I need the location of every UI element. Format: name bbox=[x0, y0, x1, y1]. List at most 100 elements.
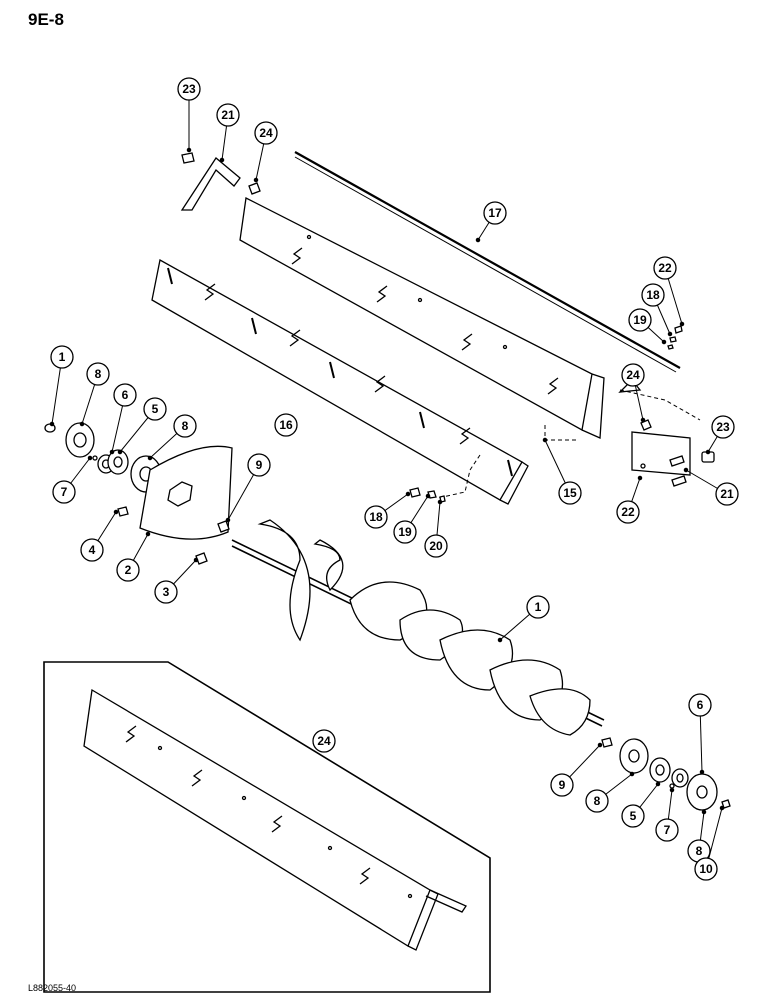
callout-number: 8 bbox=[696, 844, 703, 858]
leader-arrowhead bbox=[679, 321, 685, 327]
leader-arrowhead bbox=[640, 417, 646, 423]
callout-circle bbox=[393, 520, 417, 544]
callout-number: 21 bbox=[720, 487, 734, 501]
page-reference: 9E-8 bbox=[28, 10, 64, 29]
callout-number: 17 bbox=[488, 206, 502, 220]
callout-number: 20 bbox=[429, 539, 443, 553]
leader-arrowhead bbox=[475, 237, 481, 243]
callout-9: 9 bbox=[550, 742, 603, 797]
callout-circle bbox=[526, 595, 550, 619]
callout-number: 24 bbox=[626, 368, 640, 382]
callout-20: 20 bbox=[424, 499, 448, 558]
callout-circle bbox=[628, 308, 652, 332]
leader-arrowhead bbox=[109, 449, 115, 455]
callout-10: 10 bbox=[694, 805, 725, 881]
callout-number: 1 bbox=[59, 350, 66, 364]
callout-22: 22 bbox=[653, 256, 685, 327]
leader-arrowhead bbox=[147, 455, 153, 461]
leader-arrowhead bbox=[683, 467, 689, 473]
leader-arrowhead bbox=[669, 787, 675, 793]
callout-5: 5 bbox=[621, 781, 661, 828]
leader-arrowhead bbox=[542, 437, 548, 443]
leader-arrowhead bbox=[597, 742, 603, 748]
callout-24: 24 bbox=[253, 121, 278, 183]
callout-number: 1 bbox=[535, 600, 542, 614]
callout-number: 6 bbox=[122, 388, 129, 402]
callout-number: 3 bbox=[163, 585, 170, 599]
callout-8: 8 bbox=[585, 771, 635, 813]
callout-number: 6 bbox=[697, 698, 704, 712]
callout-15: 15 bbox=[542, 437, 582, 505]
leader-arrowhead bbox=[699, 769, 705, 775]
callout-6: 6 bbox=[109, 383, 137, 455]
callout-circle bbox=[616, 500, 640, 524]
callout-18: 18 bbox=[364, 491, 411, 529]
rear-flighting-plate bbox=[239, 197, 605, 439]
callout-number: 18 bbox=[369, 510, 383, 524]
leader-arrowhead bbox=[117, 449, 123, 455]
callout-circle bbox=[694, 857, 718, 881]
callout-circle bbox=[483, 201, 507, 225]
callout-circle bbox=[116, 558, 140, 582]
callout-1: 1 bbox=[49, 345, 74, 427]
callout-circle bbox=[80, 538, 104, 562]
callout-number: 23 bbox=[182, 82, 196, 96]
callout-circle bbox=[655, 818, 679, 842]
callout-19: 19 bbox=[393, 493, 431, 544]
callout-number: 16 bbox=[279, 418, 293, 432]
upper-left-bracket bbox=[180, 152, 261, 211]
callout-1: 1 bbox=[497, 595, 550, 643]
callout-18: 18 bbox=[641, 283, 673, 337]
callout-7: 7 bbox=[52, 455, 93, 504]
callout-7: 7 bbox=[655, 787, 679, 842]
leader-arrowhead bbox=[655, 781, 661, 787]
leader-arrowhead bbox=[661, 339, 667, 345]
leader-arrowhead bbox=[667, 331, 673, 337]
callout-circle bbox=[558, 481, 582, 505]
callout-number: 9 bbox=[256, 458, 263, 472]
front-flighting-plate bbox=[151, 258, 529, 505]
leader-arrowhead bbox=[629, 771, 635, 777]
callout-circle bbox=[312, 729, 336, 753]
right-bearing-assembly bbox=[601, 737, 731, 811]
callout-circle bbox=[173, 414, 197, 438]
callout-circle bbox=[216, 103, 240, 127]
callout-circle bbox=[86, 362, 110, 386]
callout-circle bbox=[715, 482, 739, 506]
callout-number: 24 bbox=[317, 734, 331, 748]
callout-24: 24 bbox=[312, 729, 336, 753]
callout-number: 5 bbox=[630, 809, 637, 823]
callout-6: 6 bbox=[688, 693, 712, 775]
callout-circle bbox=[274, 413, 298, 437]
callout-circle bbox=[52, 480, 76, 504]
callout-number: 2 bbox=[125, 563, 132, 577]
callout-circle bbox=[641, 283, 665, 307]
callout-number: 8 bbox=[95, 367, 102, 381]
callout-8: 8 bbox=[147, 414, 197, 461]
callout-number: 24 bbox=[259, 126, 273, 140]
callout-16: 16 bbox=[274, 413, 298, 437]
leader-arrowhead bbox=[637, 475, 643, 481]
callout-23: 23 bbox=[705, 415, 735, 455]
figure-code: L882055-40 bbox=[28, 983, 77, 993]
leader-arrowhead bbox=[719, 805, 725, 811]
leader-arrowhead bbox=[113, 509, 119, 515]
callout-circle bbox=[247, 453, 271, 477]
callout-21: 21 bbox=[683, 467, 739, 506]
callout-2: 2 bbox=[116, 531, 151, 582]
callout-circle bbox=[364, 505, 388, 529]
callout-number: 8 bbox=[182, 419, 189, 433]
small-hardware bbox=[409, 325, 683, 503]
callout-number: 15 bbox=[563, 486, 577, 500]
callout-number: 21 bbox=[221, 108, 235, 122]
callout-number: 9 bbox=[559, 778, 566, 792]
callout-circle bbox=[550, 773, 574, 797]
callout-circle bbox=[621, 363, 645, 387]
leader-arrowhead bbox=[437, 499, 443, 505]
callout-3: 3 bbox=[154, 557, 199, 604]
callout-number: 23 bbox=[716, 420, 730, 434]
callout-21: 21 bbox=[216, 103, 240, 163]
leader-arrowhead bbox=[219, 157, 225, 163]
